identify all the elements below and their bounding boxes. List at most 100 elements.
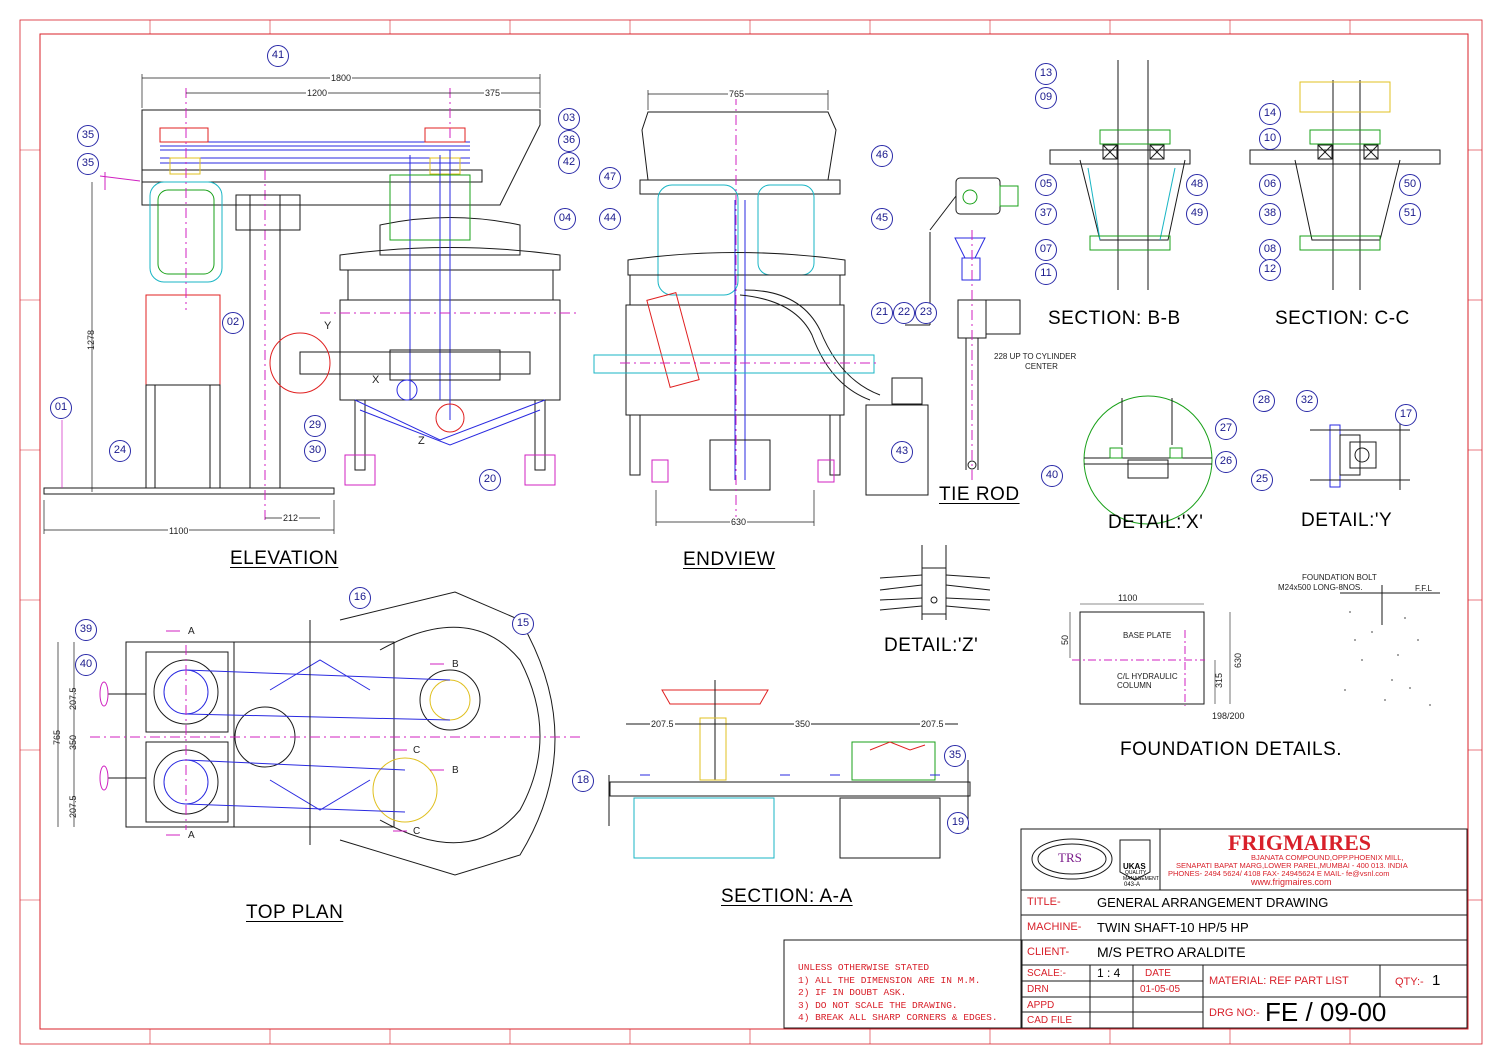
note-4: 4) BREAK ALL SHARP CORNERS & EDGES. [798, 1012, 998, 1023]
section-aa-view [608, 680, 971, 859]
date-value: 01-05-05 [1140, 984, 1181, 995]
detail-z-view [879, 545, 991, 620]
marker-y: Y [324, 320, 332, 332]
elevation-dimensions [43, 74, 541, 534]
part-balloon-22: 22 [893, 302, 915, 324]
part-balloon-28: 28 [1253, 390, 1275, 412]
column-label: COLUMN [1117, 681, 1152, 690]
top-plan-title: TOP PLAN [246, 902, 344, 923]
drawing-number-value: FE / 09-00 [1265, 997, 1387, 1027]
bolt-size-label: M24x500 LONG-8NOS. [1278, 583, 1363, 592]
part-balloon-06: 06 [1259, 174, 1281, 196]
dim-630-endview: 630 [730, 517, 748, 527]
part-balloon-26: 26 [1215, 451, 1237, 473]
material-label: MATERIAL: REF PART LIST [1209, 975, 1349, 987]
part-balloon-19: 19 [947, 812, 969, 834]
part-balloon-47: 47 [599, 167, 621, 189]
marker-z: Z [418, 435, 425, 447]
part-balloon-24: 24 [109, 440, 131, 462]
part-balloon-14: 14 [1259, 103, 1281, 125]
tie-rod-view [905, 177, 1021, 480]
section-marker-a-bottom: A [188, 830, 195, 841]
part-balloon-01: 01 [50, 397, 72, 419]
part-balloon-16: 16 [349, 587, 371, 609]
base-plate-label: BASE PLATE [1123, 631, 1172, 640]
ffl-label: F.F.L [1415, 584, 1432, 593]
section-bb-title: SECTION: B-B [1048, 308, 1181, 329]
endview-title: ENDVIEW [683, 549, 776, 570]
appd-label: APPD [1027, 1000, 1055, 1011]
note-2: 2) IF IN DOUBT ASK. [798, 987, 907, 998]
part-balloon-07: 07 [1035, 239, 1057, 261]
section-marker-c-bottom: C [413, 826, 421, 837]
ukas-logo-text: UKAS [1123, 862, 1146, 871]
company-address-1: BJANATA COMPOUND,OPP.PHOENIX MILL, [1251, 853, 1404, 862]
section-bb-view [1049, 60, 1191, 290]
section-cc-title: SECTION: C-C [1275, 308, 1410, 329]
elevation-title: ELEVATION [230, 548, 339, 569]
qty-label: QTY:- [1395, 976, 1424, 988]
company-name: FRIGMAIRES [1228, 830, 1372, 855]
dim-315-foundation: 315 [1214, 672, 1224, 688]
hydraulic-label: C/L HYDRAULIC [1117, 672, 1178, 681]
zone-ticks [20, 20, 1482, 1044]
ukas-number: 043-A [1124, 882, 1141, 888]
part-balloon-40: 40 [1041, 465, 1063, 487]
part-balloon-20: 20 [479, 469, 501, 491]
part-balloon-15: 15 [512, 613, 534, 635]
title-label: TITLE- [1027, 896, 1061, 908]
part-balloon-36: 36 [558, 130, 580, 152]
part-balloon-11: 11 [1035, 263, 1057, 285]
foundation-concrete [1344, 611, 1431, 706]
section-marker-b-top: B [452, 659, 459, 670]
dim-50-foundation: 50 [1060, 634, 1070, 645]
part-balloon-39: 39 [75, 619, 97, 641]
dim-350: 350 [794, 719, 812, 729]
part-balloon-17: 17 [1395, 404, 1417, 426]
part-balloon-42: 42 [558, 152, 580, 174]
client-label: CLIENT- [1027, 946, 1070, 958]
detail-x-view [1083, 395, 1213, 525]
dim-765-endview: 765 [728, 89, 746, 99]
part-balloon-25: 25 [1251, 469, 1273, 491]
tie-rod-title: TIE ROD [939, 484, 1020, 505]
endview-dimensions [647, 90, 829, 526]
part-balloon-27: 27 [1215, 418, 1237, 440]
tie-rod-note-1: 228 UP TO CYLINDER [994, 352, 1077, 361]
date-label: DATE [1145, 968, 1171, 979]
dim-207-5-topplan-a: 207.5 [68, 687, 78, 710]
part-balloon-44: 44 [599, 208, 621, 230]
part-balloon-13: 13 [1035, 63, 1057, 85]
ukas-sub1: QUALITY [1125, 870, 1147, 876]
dim-207-5-left: 207.5 [650, 719, 675, 729]
part-balloon-49: 49 [1186, 203, 1208, 225]
section-marker-a-top: A [188, 626, 195, 637]
note-3: 3) DO NOT SCALE THE DRAWING. [798, 999, 958, 1011]
section-marker-b-bottom: B [452, 765, 459, 776]
detail-y-title: DETAIL:'Y [1301, 510, 1393, 531]
elevation-view [43, 88, 578, 520]
scale-value: 1 : 4 [1097, 966, 1121, 980]
part-balloon-41: 41 [267, 45, 289, 67]
part-balloon-51: 51 [1399, 203, 1421, 225]
part-balloon-12: 12 [1259, 259, 1281, 281]
dim-1278: 1278 [86, 329, 96, 350]
title-block-lines [783, 828, 1468, 1029]
part-balloon-45: 45 [871, 208, 893, 230]
dim-1800: 1800 [330, 73, 353, 83]
part-balloon-40: 40 [75, 654, 97, 676]
tie-rod-note-2: CENTER [1025, 362, 1058, 371]
section-aa-title: SECTION: A-A [721, 886, 853, 907]
foundation-view [1069, 585, 1440, 706]
part-balloon-37: 37 [1035, 203, 1057, 225]
machine-value: TWIN SHAFT-10 HP/5 HP [1097, 920, 1249, 935]
drawing-number-label: DRG NO:- [1209, 1007, 1260, 1019]
part-balloon-08: 08 [1259, 239, 1281, 261]
title-value: GENERAL ARRANGEMENT DRAWING [1097, 895, 1329, 910]
part-balloon-38: 38 [1259, 203, 1281, 225]
part-balloon-35: 35 [77, 125, 99, 147]
dim-350-topplan: 350 [68, 734, 78, 750]
dim-1100: 1100 [168, 526, 190, 536]
top-plan-view [90, 591, 580, 876]
